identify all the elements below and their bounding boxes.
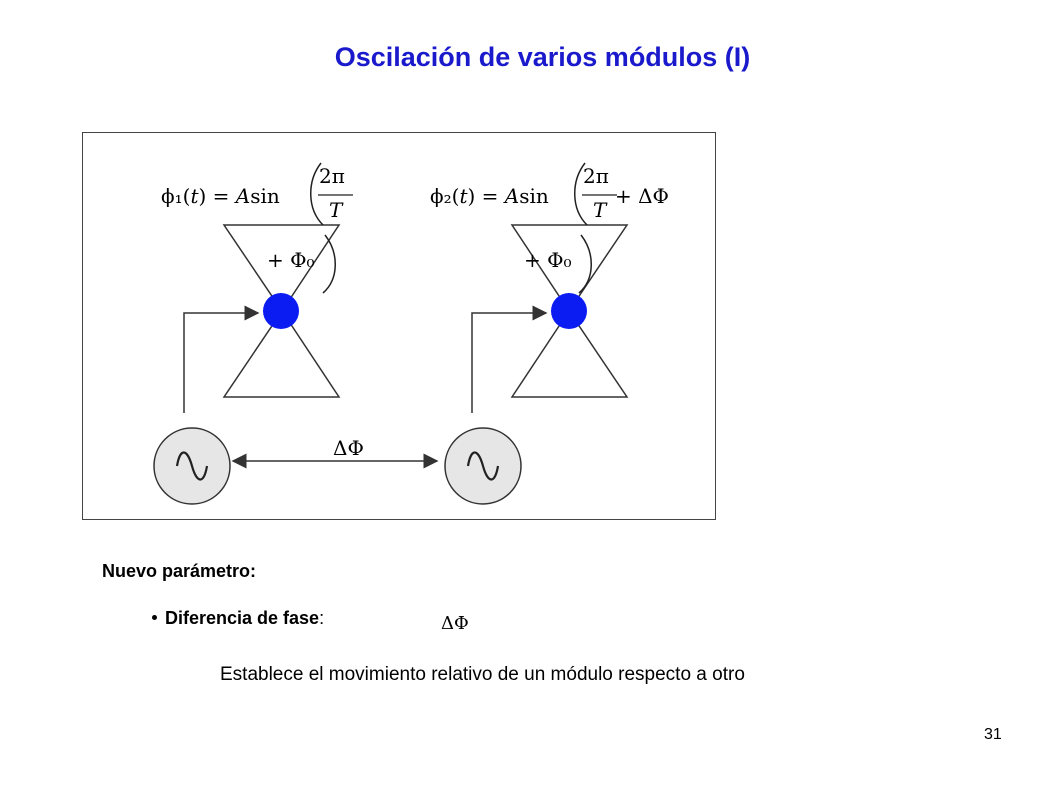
module-2-equation-offset: + Φ₀ [524,248,572,272]
module-2-equation-denominator: 𝑇 [593,198,608,222]
bullet-math: ΔΦ [441,613,469,634]
module-1: ϕ₁(𝑡) = 𝐴sin 2π 𝑇 + Φ₀ [153,162,353,505]
sine-wave-icon [466,451,500,481]
module-2-equation-numerator: 2π [583,164,609,188]
module-1-right-paren [322,234,336,294]
module-2-drive-arrow [471,305,548,413]
bullet-label: Diferencia de fase [165,608,320,628]
module-2-equation: ϕ₂(𝑡) = 𝐴sin [430,184,549,208]
page-number: 31 [984,726,1002,743]
section-heading: Nuevo parámetro: [102,561,257,581]
module-1-top-cone [222,224,341,313]
phase-link-label: ΔΦ [333,436,364,460]
module-2-top-cone [510,224,629,313]
bullet-dot [152,614,157,620]
module-1-drive-arrow [183,305,260,413]
module-1-joint [263,293,299,329]
module-2: ϕ₂(𝑡) = 𝐴sin 2π 𝑇 + ΔΦ + Φ₀ [430,162,669,505]
oscillation-diagram: ϕ₁(𝑡) = 𝐴sin 2π 𝑇 + Φ₀ ϕ₂(𝑡) = 𝐴sin 2π 𝑇… [82,132,716,520]
module-2-left-paren [574,162,588,226]
bullet-item: Diferencia de fase: [152,608,324,629]
module-2-bottom-cone [510,309,629,398]
module-1-equation-denominator: 𝑇 [329,198,344,222]
module-2-right-paren [578,234,592,294]
module-1-equation: ϕ₁(𝑡) = 𝐴sin [161,184,280,208]
module-1-equation-numerator: 2π [319,164,345,188]
slide-title: Oscilación de varios módulos (I) [334,42,751,72]
module-1-equation-offset: + Φ₀ [267,248,315,272]
sine-wave-icon [175,451,209,481]
module-2-equation-tail: + ΔΦ [615,184,669,208]
module-2-joint [551,293,587,329]
module-1-left-paren [310,162,324,226]
bullet-colon: : [319,608,325,628]
description-text: Establece el movimiento relativo de un m… [220,664,745,685]
module-1-bottom-cone [222,309,341,398]
